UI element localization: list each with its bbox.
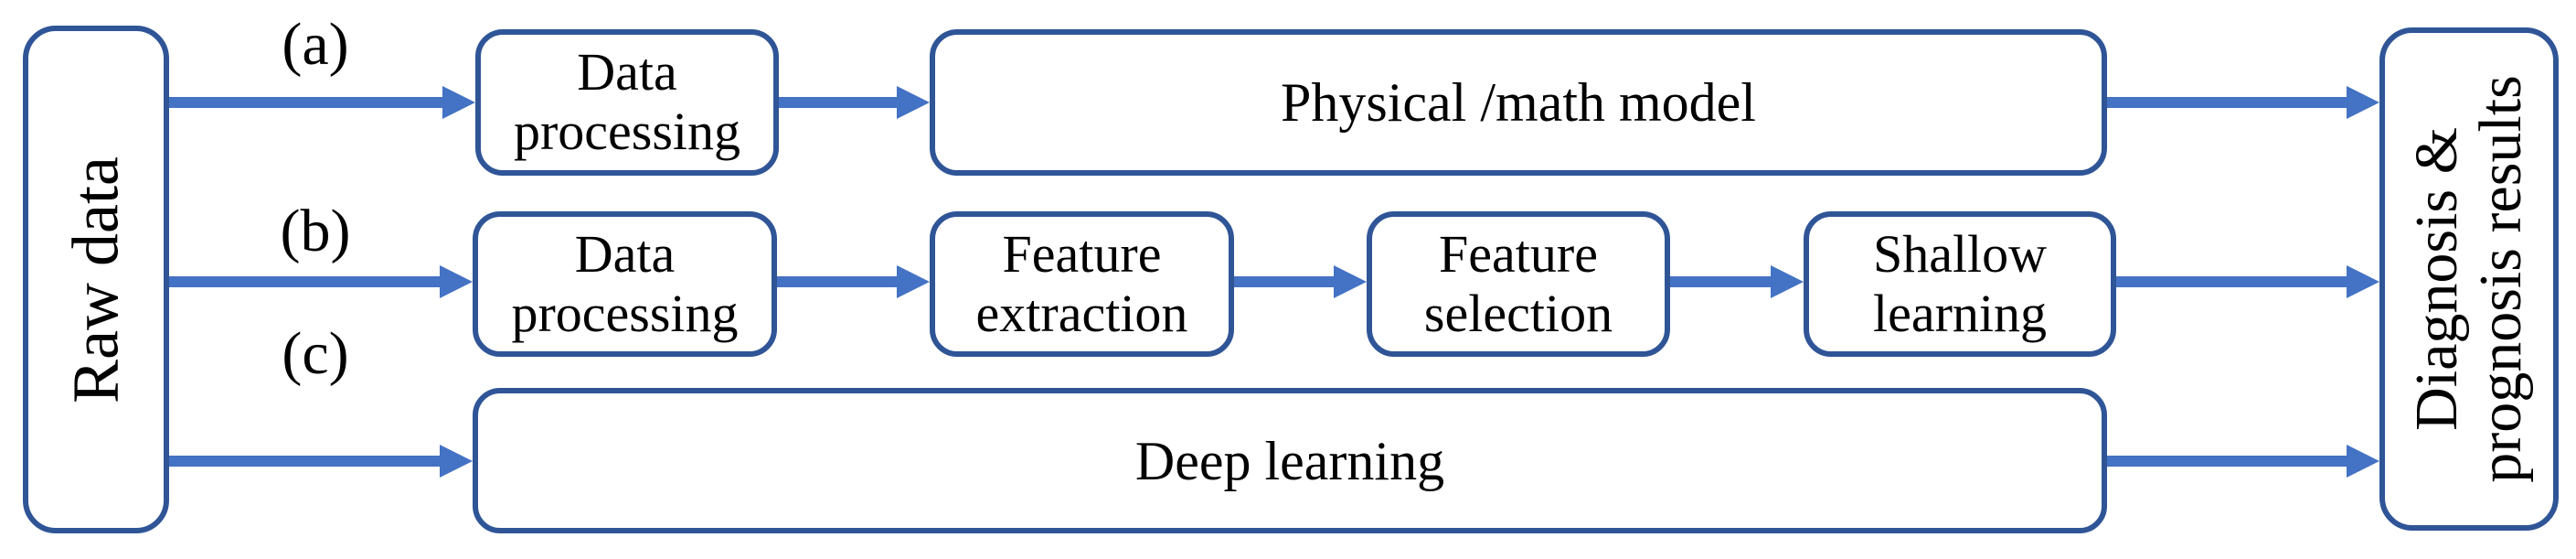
arrow-shaft (169, 456, 445, 467)
row-b-data-processing-box: Data processing (473, 211, 777, 357)
raw-data-box: Raw data (23, 26, 169, 533)
arrowhead-icon (2347, 86, 2379, 119)
arrow-deep-learning-to-results (2107, 445, 2379, 478)
arrowhead-icon (442, 86, 475, 119)
deep-learning-box: Deep learning (473, 388, 2107, 533)
results-label-line1: Diagnosis & (2403, 127, 2471, 431)
results-label-line2: prognosis results (2467, 75, 2534, 483)
arrowhead-icon (440, 265, 473, 298)
arrow-shaft (2107, 456, 2352, 467)
arrowhead-icon (897, 265, 930, 298)
arrow-raw-data-to-data-processing-b (169, 265, 473, 298)
row-b-data-processing-label: Data processing (511, 223, 739, 343)
feature-selection-label: Feature selection (1423, 223, 1613, 343)
arrowhead-icon (897, 86, 930, 119)
arrowhead-icon (1771, 265, 1804, 298)
arrow-shaft (1670, 276, 1776, 287)
row-a-data-processing-label: Data processing (513, 42, 741, 161)
physical-math-model-label: Physical /math model (1281, 72, 1756, 133)
arrow-shaft (2107, 97, 2352, 108)
physical-math-model-box: Physical /math model (930, 29, 2107, 176)
arrow-data-processing-to-feature-extraction (777, 265, 930, 298)
arrow-shaft (169, 97, 448, 108)
row-a-tag: (a) (282, 11, 349, 78)
arrow-physical-math-model-to-results (2107, 86, 2379, 119)
shallow-learning-label: Shallow learning (1872, 223, 2048, 343)
row-a-data-processing-box: Data processing (475, 29, 779, 176)
results-box: Diagnosis & prognosis results (2379, 27, 2559, 531)
arrowhead-icon (2347, 445, 2379, 478)
arrow-feature-extraction-to-feature-selection (1234, 265, 1367, 298)
row-c-tag: (c) (282, 320, 349, 387)
deep-learning-label: Deep learning (1134, 430, 1445, 491)
row-b-tag: (b) (280, 198, 351, 264)
arrow-raw-data-to-data-processing-a (169, 86, 475, 119)
arrow-shaft (1234, 276, 1339, 287)
feature-extraction-box: Feature extraction (930, 211, 1234, 357)
results-label: Diagnosis & prognosis results (2403, 75, 2534, 483)
arrowhead-icon (440, 445, 473, 478)
shallow-learning-box: Shallow learning (1804, 211, 2116, 357)
raw-data-label: Raw data (59, 156, 133, 403)
feature-selection-box: Feature selection (1367, 211, 1670, 357)
arrow-shaft (2116, 276, 2352, 287)
arrow-feature-selection-to-shallow-learning (1670, 265, 1804, 298)
arrow-shallow-learning-to-results (2116, 265, 2379, 298)
arrow-shaft (779, 97, 902, 108)
arrowhead-icon (1334, 265, 1367, 298)
feature-extraction-label: Feature extraction (975, 223, 1188, 343)
arrow-shaft (169, 276, 445, 287)
arrow-shaft (777, 276, 902, 287)
arrow-raw-data-to-deep-learning (169, 445, 473, 478)
arrow-data-processing-to-physical-math-model (779, 86, 930, 119)
arrowhead-icon (2347, 265, 2379, 298)
